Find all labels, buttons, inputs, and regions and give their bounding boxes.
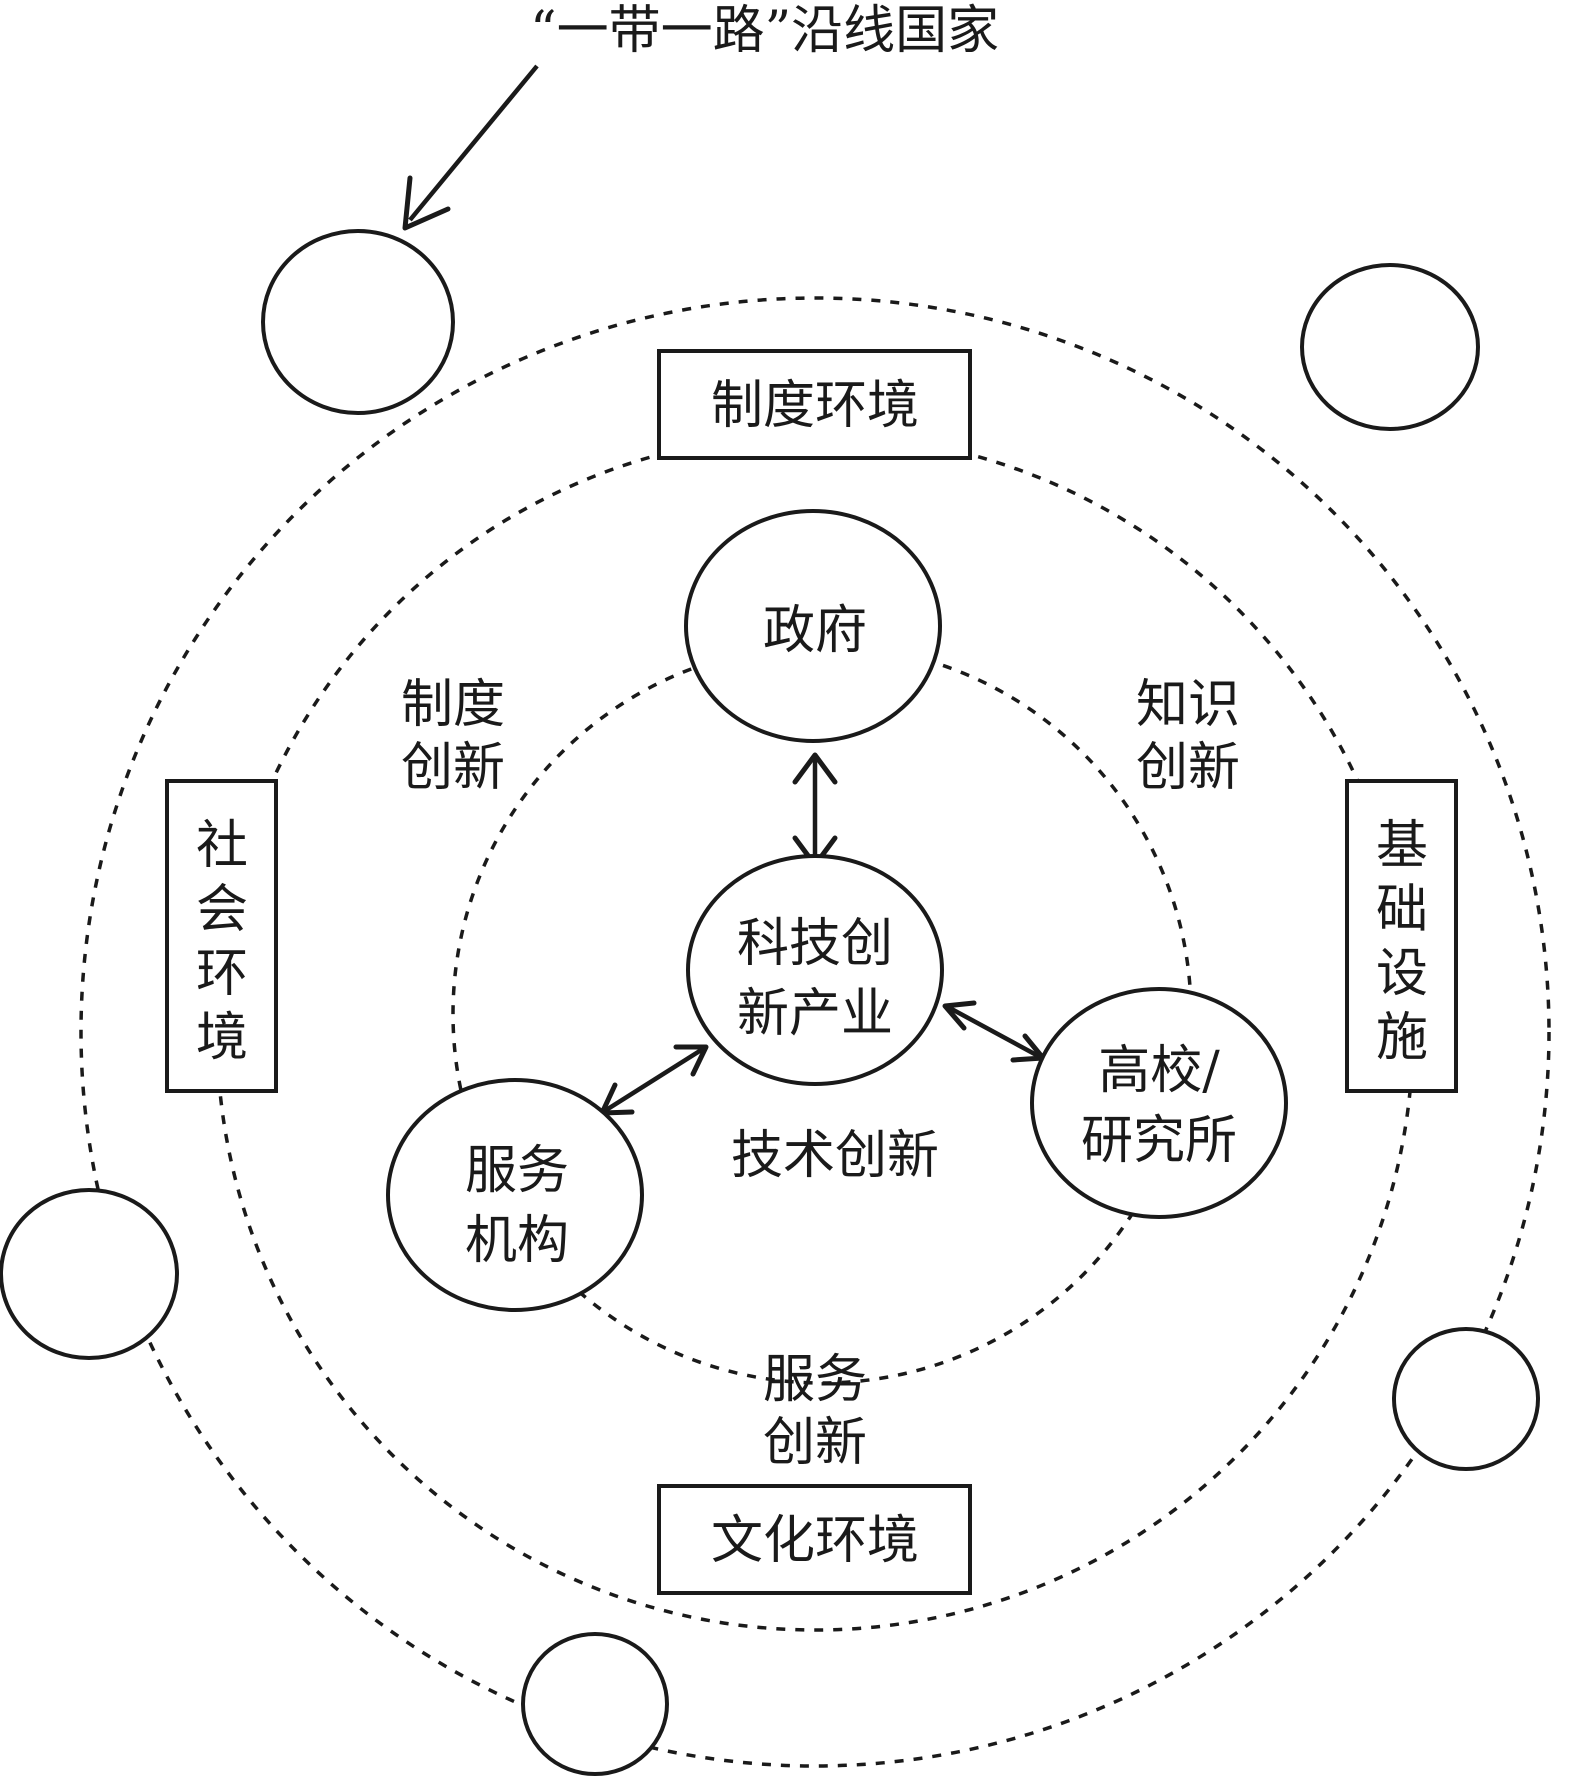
institutional-innovation-line-1: 制度	[401, 675, 505, 735]
arrow-industry-university	[944, 1004, 1044, 1060]
country-node-4	[1392, 1327, 1540, 1471]
tech-industry-label-line-2: 新产业	[737, 984, 893, 1044]
title-pointer-arrowhead	[402, 175, 451, 231]
country-node-2	[1300, 263, 1480, 431]
government-node	[684, 509, 942, 743]
title-pointer-arrow	[408, 64, 539, 222]
government-label: 政府	[763, 601, 867, 661]
technology-innovation-label: 技术创新	[731, 1126, 939, 1186]
infrastructure-box	[1345, 779, 1458, 1093]
infrastructure-char-2: 础	[1376, 880, 1428, 940]
country-node-3	[0, 1188, 179, 1360]
institutional-innovation-line-2: 创新	[401, 738, 505, 798]
service-agency-node	[386, 1078, 644, 1312]
social-environment-char-3: 环	[196, 944, 248, 1004]
service-agency-label-line-1: 服务	[465, 1141, 569, 1201]
country-node-5	[521, 1632, 669, 1776]
infrastructure-char-4: 施	[1376, 1008, 1428, 1068]
country-node-1	[261, 229, 455, 415]
belt-and-road-title: “一带一路”沿线国家	[530, 1, 999, 61]
tech-industry-label-line-1: 科技创	[737, 914, 893, 974]
outer-ring-belt-and-road	[79, 296, 1551, 1768]
knowledge-innovation-line-2: 创新	[1136, 738, 1240, 798]
social-environment-char-1: 社	[196, 816, 248, 876]
tech-industry-node	[686, 854, 944, 1086]
social-environment-char-4: 境	[196, 1008, 248, 1068]
arrowhead-industry-right-end	[942, 1000, 977, 1031]
arrowhead-industry-left-end	[673, 1044, 709, 1077]
service-innovation-line-2: 创新	[763, 1413, 867, 1473]
arrowhead-government-end	[792, 752, 838, 785]
institutional-environment-box	[657, 349, 972, 460]
knowledge-innovation-line-1: 知识	[1136, 675, 1240, 735]
service-agency-label-line-2: 机构	[465, 1211, 569, 1271]
service-innovation-line-1: 服务	[763, 1350, 867, 1410]
social-environment-char-2: 会	[196, 880, 248, 940]
infrastructure-char-1: 基	[1376, 816, 1428, 876]
arrow-industry-service	[601, 1045, 708, 1114]
cultural-environment-box	[657, 1484, 972, 1595]
infrastructure-char-3: 设	[1376, 944, 1428, 1004]
institutional-environment-label: 制度环境	[711, 376, 919, 436]
university-node	[1030, 987, 1288, 1219]
university-label-line-2: 研究所	[1081, 1111, 1237, 1171]
university-label-line-1: 高校/	[1098, 1041, 1220, 1101]
cultural-environment-label: 文化环境	[711, 1511, 919, 1571]
social-environment-box	[165, 779, 278, 1093]
